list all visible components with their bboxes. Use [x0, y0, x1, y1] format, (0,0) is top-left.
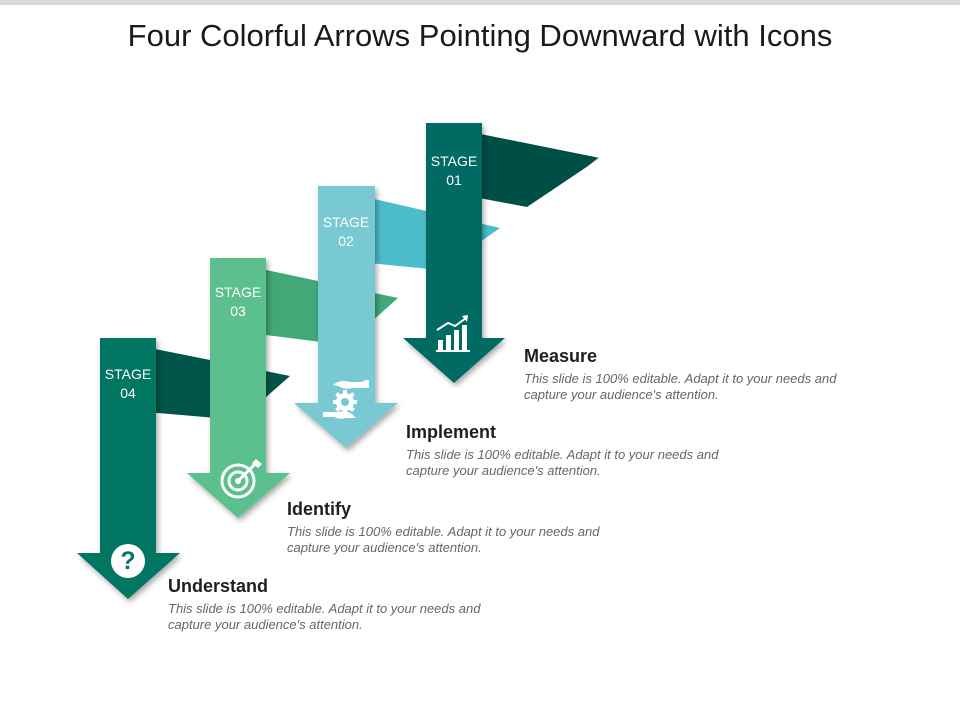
step-heading: Understand	[168, 576, 269, 596]
step-desc-line: This slide is 100% editable. Adapt it to…	[168, 601, 481, 616]
step-measure: Measure This slide is 100% editable. Ada…	[524, 345, 884, 403]
stage-02-arrow	[294, 186, 398, 448]
step-heading: Measure	[524, 346, 598, 366]
step-desc-line: capture your audience's attention.	[287, 540, 482, 555]
step-description: This slide is 100% editable. Adapt it to…	[406, 447, 766, 479]
stage-04-arrow	[77, 338, 180, 599]
stage-01-label: STAGE 01	[424, 152, 484, 190]
stage-03-number: 03	[230, 303, 246, 319]
stage-01-number: 01	[446, 172, 462, 188]
stage-02-word: STAGE	[322, 214, 370, 230]
stage-03-word: STAGE	[214, 284, 262, 300]
bar-chart-growth-icon	[436, 315, 470, 352]
step-understand: Understand This slide is 100% editable. …	[168, 575, 528, 633]
stage-04-number: 04	[120, 385, 136, 401]
step-description: This slide is 100% editable. Adapt it to…	[168, 601, 528, 633]
stage-02-label: STAGE 02	[316, 213, 376, 251]
stage-01-word: STAGE	[430, 153, 478, 169]
gear-hands-icon	[323, 380, 369, 419]
step-heading: Identify	[287, 499, 352, 519]
highlight-streak	[470, 140, 628, 266]
step-desc-line: capture your audience's attention.	[406, 463, 601, 478]
stage-03-arrow	[187, 258, 290, 518]
stage-04-label: STAGE 04	[98, 365, 158, 403]
stage-03-label: STAGE 03	[208, 283, 268, 321]
step-heading: Implement	[406, 422, 497, 442]
stage-02-number: 02	[338, 233, 354, 249]
question-mark-icon	[111, 544, 145, 578]
step-desc-line: This slide is 100% editable. Adapt it to…	[406, 447, 719, 462]
step-description: This slide is 100% editable. Adapt it to…	[524, 371, 884, 403]
step-identify: Identify This slide is 100% editable. Ad…	[287, 498, 647, 556]
page-title: Four Colorful Arrows Pointing Downward w…	[127, 18, 833, 53]
step-desc-line: capture your audience's attention.	[168, 617, 363, 632]
stage-01-arrow	[403, 123, 505, 383]
step-desc-line: This slide is 100% editable. Adapt it to…	[524, 371, 837, 386]
top-rule	[0, 0, 960, 5]
step-description: This slide is 100% editable. Adapt it to…	[287, 524, 647, 556]
step-implement: Implement This slide is 100% editable. A…	[406, 421, 766, 479]
target-icon	[220, 459, 262, 499]
step-desc-line: capture your audience's attention.	[524, 387, 719, 402]
question-mark-glyph: ?	[120, 547, 136, 575]
stage-04-word: STAGE	[104, 366, 152, 382]
step-desc-line: This slide is 100% editable. Adapt it to…	[287, 524, 600, 539]
